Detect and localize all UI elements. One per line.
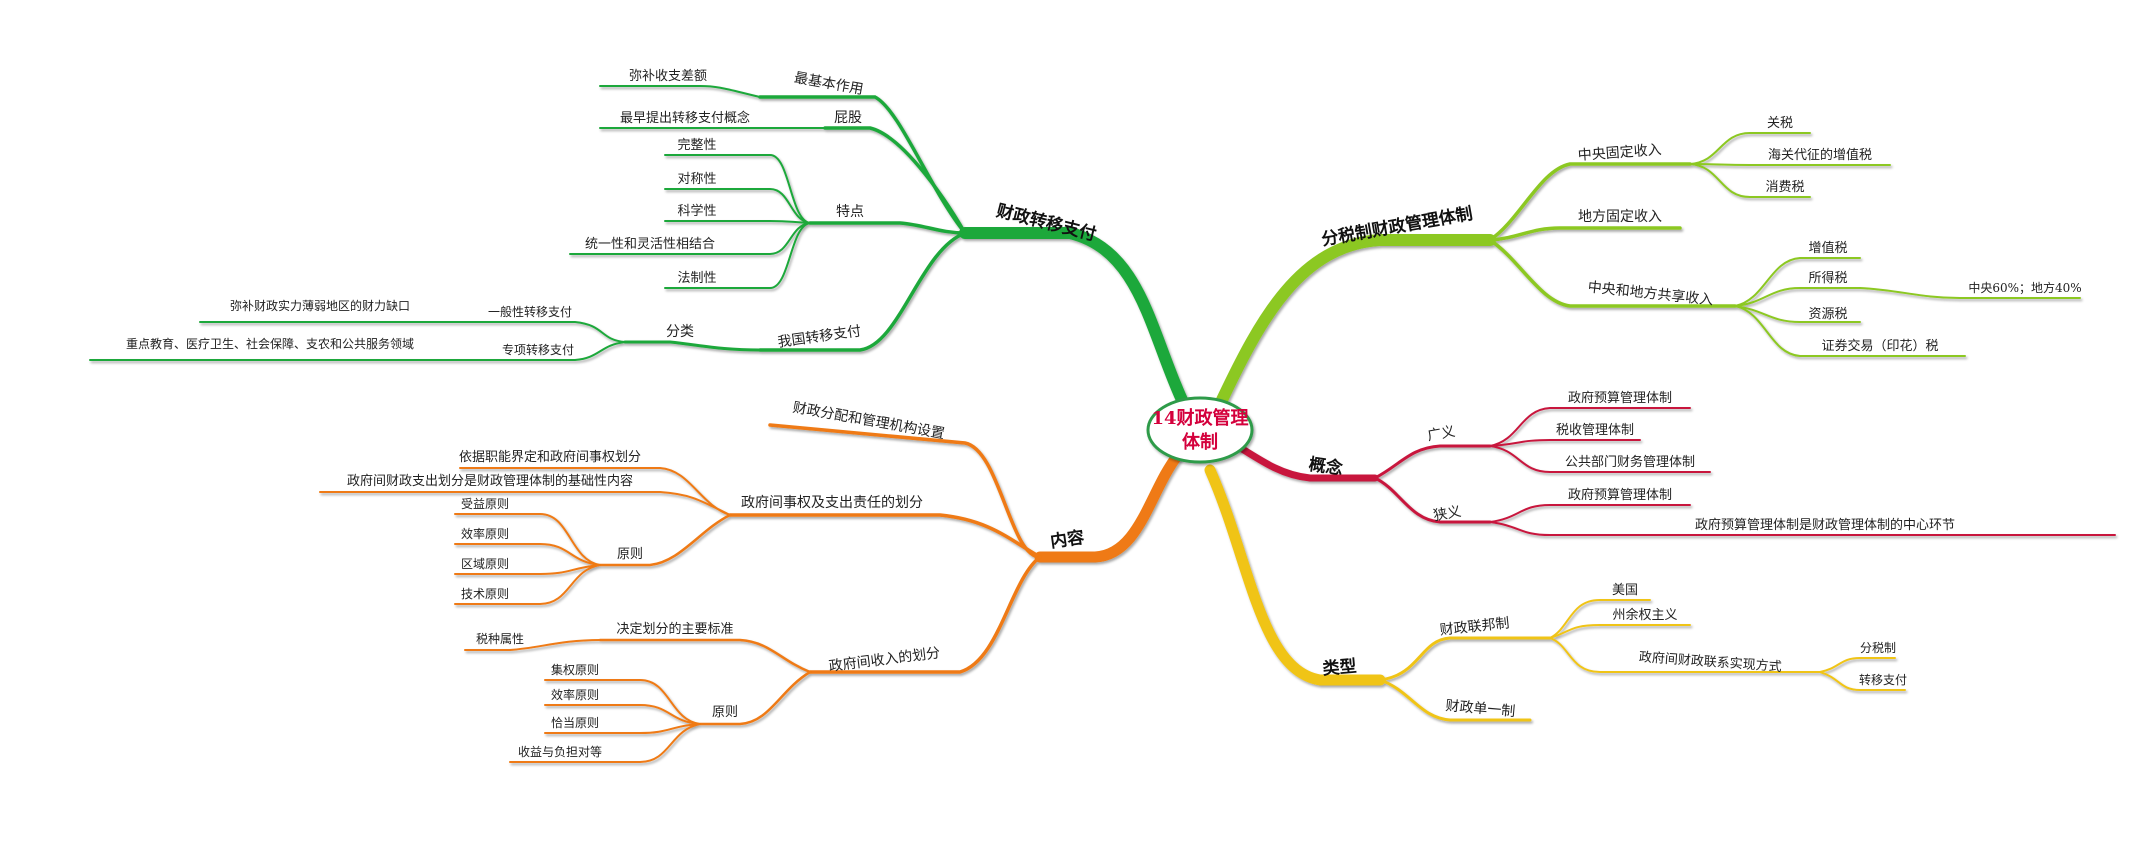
shared-item[interactable]: 资源税: [1808, 307, 1847, 322]
spending-item[interactable]: 依据职能界定和政府间事权划分: [459, 449, 641, 465]
node-revenue-standard-child[interactable]: 税种属性: [476, 632, 524, 646]
node-revenue-standard[interactable]: 决定划分的主要标准: [616, 621, 733, 637]
branch-transfer: [89, 85, 1188, 406]
node-special-transfer-child[interactable]: 重点教育、医疗卫生、社会保障、支农和公共服务领域: [126, 336, 414, 351]
connector-transfer-china: [758, 231, 967, 352]
connector-center-content: [1034, 449, 1184, 563]
revenue-principle[interactable]: 收益与负担对等: [518, 745, 602, 759]
node-buttocks[interactable]: 屁股: [834, 110, 862, 126]
feature-item[interactable]: 对称性: [677, 172, 716, 187]
narrow-item[interactable]: 政府预算管理体制是财政管理体制的中心环节: [1695, 517, 1955, 533]
node-shared[interactable]: 中央和地方共享收入: [1587, 278, 1714, 308]
node-central-fixed[interactable]: 中央固定收入: [1577, 142, 1662, 164]
branch-content: [319, 423, 1184, 763]
connector-center-types: [1204, 464, 1386, 686]
spending-item[interactable]: 政府间财政支出划分是财政管理体制的基础性内容: [347, 473, 633, 489]
node-content[interactable]: 内容: [1049, 527, 1086, 553]
labels-concept: 概念 广义 政府预算管理体制 税收管理体制 公共部门财务管理体制 狭义 政府预算…: [1307, 391, 1955, 533]
node-china-transfer[interactable]: 我国转移支付: [777, 323, 862, 351]
central-item[interactable]: 关税: [1767, 116, 1793, 131]
feature-item[interactable]: 科学性: [677, 203, 716, 219]
node-revenue-principles[interactable]: 原则: [712, 705, 738, 720]
branch-types: [1204, 464, 1906, 722]
shared-item[interactable]: 增值税: [1808, 240, 1847, 256]
narrow-item[interactable]: 政府预算管理体制: [1568, 488, 1672, 503]
node-buttocks-child[interactable]: 最早提出转移支付概念: [620, 110, 750, 126]
broad-item[interactable]: 税收管理体制: [1556, 423, 1634, 438]
connector-mostbasic-child: [599, 85, 761, 98]
node-spending[interactable]: 政府间事权及支出责任的划分: [741, 495, 923, 511]
spending-principle[interactable]: 受益原则: [461, 497, 509, 511]
node-general-transfer-child[interactable]: 弥补财政实力薄弱地区的财力缺口: [230, 298, 410, 313]
node-classify[interactable]: 分类: [666, 324, 694, 340]
node-concept[interactable]: 概念: [1307, 454, 1344, 480]
central-item[interactable]: 消费税: [1765, 180, 1804, 195]
spending-principle[interactable]: 技术原则: [461, 587, 509, 601]
feature-item[interactable]: 完整性: [677, 138, 716, 153]
shared-income-note[interactable]: 中央60%；地方40%: [1968, 280, 2081, 295]
feature-item[interactable]: 统一性和灵活性相结合: [585, 237, 715, 252]
connector-center-tax: [1216, 234, 1496, 406]
node-unitary[interactable]: 财政单一制: [1445, 698, 1516, 720]
central-item[interactable]: 海关代征的增值税: [1768, 147, 1872, 163]
federal-way-item[interactable]: 分税制: [1860, 641, 1896, 655]
node-general-transfer[interactable]: 一般性转移支付: [488, 304, 572, 319]
node-spending-principles[interactable]: 原则: [617, 547, 643, 562]
broad-item[interactable]: 公共部门财务管理体制: [1565, 454, 1695, 470]
branch-tax-system: [1216, 132, 2081, 406]
connector-transfer-mostbasic: [758, 95, 967, 235]
node-agency[interactable]: 财政分配和管理机构设置: [791, 400, 945, 442]
center-title-line2: 体制: [1182, 431, 1218, 453]
node-special-transfer[interactable]: 专项转移支付: [502, 342, 574, 357]
spending-principle[interactable]: 效率原则: [461, 526, 509, 541]
feature-item[interactable]: 法制性: [677, 271, 716, 286]
center-title-line1: 14财政管理: [1151, 407, 1248, 429]
node-local-fixed[interactable]: 地方固定收入: [1578, 209, 1662, 225]
center-node[interactable]: 14财政管理 体制: [1146, 396, 1254, 464]
node-types[interactable]: 类型: [1322, 656, 1358, 680]
connector-transfer-features: [808, 221, 967, 235]
connector-transfer-buttocks: [823, 126, 967, 235]
shared-item[interactable]: 证券交易（印花）税: [1821, 338, 1938, 354]
connector-center-transfer: [959, 227, 1188, 406]
labels-content: 内容 财政分配和管理机构设置 政府间事权及支出责任的划分 依据职能界定和政府间事…: [347, 400, 1086, 759]
node-narrow[interactable]: 狭义: [1432, 504, 1462, 525]
federal-item[interactable]: 美国: [1612, 583, 1638, 598]
federal-item[interactable]: 州余权主义: [1612, 607, 1677, 623]
node-broad[interactable]: 广义: [1426, 424, 1456, 445]
node-federal[interactable]: 财政联邦制: [1439, 615, 1510, 638]
shared-item[interactable]: 所得税: [1808, 270, 1847, 286]
broad-item[interactable]: 政府预算管理体制: [1568, 391, 1672, 406]
node-most-basic-child[interactable]: 弥补收支差额: [629, 68, 707, 84]
branch-concept: [1221, 407, 2116, 536]
revenue-principle[interactable]: 效率原则: [551, 687, 599, 702]
federal-way-item[interactable]: 转移支付: [1859, 672, 1907, 687]
node-features[interactable]: 特点: [836, 204, 864, 220]
revenue-principle[interactable]: 恰当原则: [551, 715, 599, 730]
spending-principle[interactable]: 区域原则: [461, 557, 509, 571]
node-most-basic[interactable]: 最基本作用: [793, 69, 865, 98]
revenue-principle[interactable]: 集权原则: [551, 662, 599, 677]
